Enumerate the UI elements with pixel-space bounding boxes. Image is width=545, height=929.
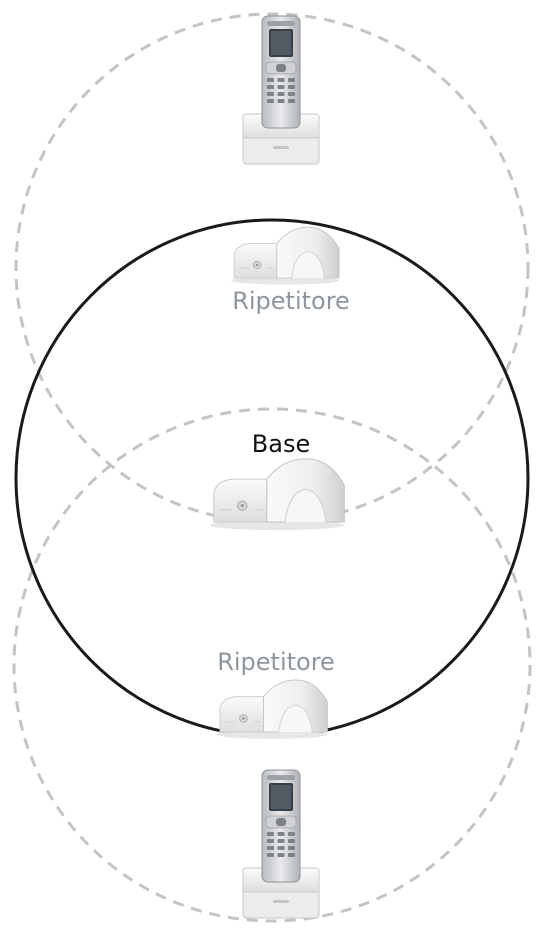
base-label: Base xyxy=(252,430,310,458)
base-station-icon xyxy=(209,458,345,531)
top-repeater-label: Ripetitore xyxy=(232,287,350,315)
top-handset-icon xyxy=(242,15,320,165)
bottom-repeater-icon xyxy=(216,679,328,740)
bottom-repeater-range xyxy=(12,407,532,923)
bottom-handset-icon xyxy=(242,769,320,919)
bottom-repeater-label: Ripetitore xyxy=(217,648,335,676)
top-repeater-icon xyxy=(230,226,340,285)
